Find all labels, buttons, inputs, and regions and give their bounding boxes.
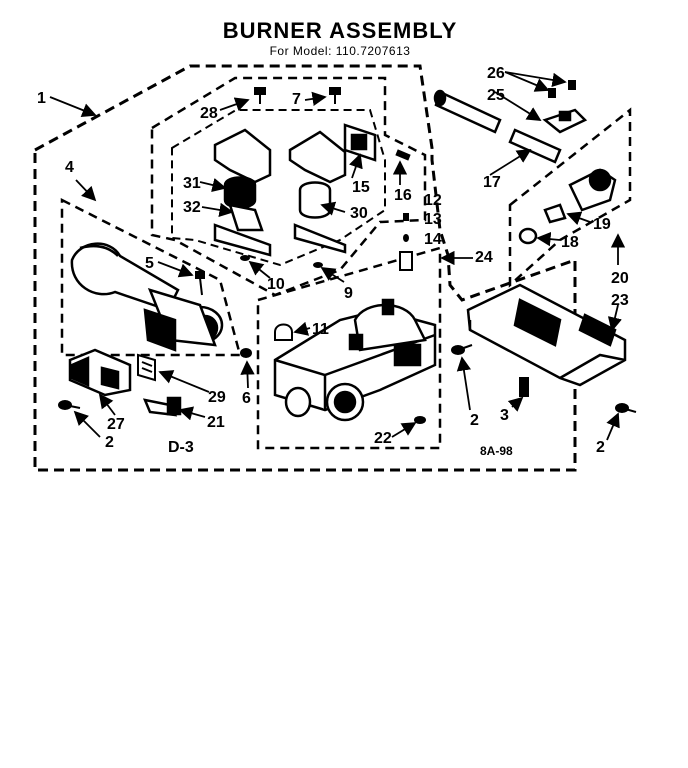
washer-6 bbox=[240, 348, 252, 358]
igniter-bracket-31 bbox=[213, 128, 272, 257]
callout-2: 2 bbox=[105, 434, 114, 451]
callout-2: 2 bbox=[596, 439, 605, 456]
callout-10: 10 bbox=[267, 276, 285, 293]
clip-25 bbox=[542, 108, 588, 134]
screw-5 bbox=[195, 271, 205, 296]
burner-tube-boundary bbox=[60, 197, 242, 357]
igniter-bracket-30 bbox=[288, 123, 377, 254]
solenoid-group-boundary bbox=[508, 107, 632, 288]
plate-29 bbox=[137, 353, 156, 382]
callout-12: 12 bbox=[424, 192, 442, 209]
bracket-group-boundary bbox=[150, 76, 427, 297]
callout-27: 27 bbox=[107, 416, 125, 433]
nut-22 bbox=[414, 416, 426, 424]
callout-22: 22 bbox=[374, 430, 392, 447]
callout-20: 20 bbox=[611, 270, 629, 287]
screw-2-left bbox=[58, 400, 81, 410]
callout-23: 23 bbox=[611, 292, 629, 309]
solenoid-valve bbox=[518, 168, 617, 245]
mounting-bracket-23 bbox=[466, 283, 627, 387]
screw-2-right bbox=[615, 403, 637, 413]
callout-31: 31 bbox=[183, 175, 201, 192]
diagram-code: D-3 bbox=[168, 439, 194, 456]
callout-25: 25 bbox=[487, 87, 505, 104]
callout-11: 11 bbox=[312, 321, 329, 338]
screw-2-mid bbox=[451, 344, 473, 355]
diagram-title: BURNER ASSEMBLY bbox=[222, 18, 458, 43]
callout-4: 4 bbox=[65, 159, 74, 176]
part-14 bbox=[399, 251, 413, 271]
callout-29: 29 bbox=[208, 389, 226, 406]
orifice-21 bbox=[142, 396, 182, 417]
gas-pipe-17 bbox=[433, 89, 562, 164]
callout-16: 16 bbox=[394, 187, 412, 204]
callout-17: 17 bbox=[483, 174, 501, 191]
callout-7: 7 bbox=[292, 91, 301, 108]
screw-7 bbox=[329, 87, 341, 104]
callout-15: 15 bbox=[352, 179, 370, 196]
part-11 bbox=[274, 323, 293, 341]
callout-24: 24 bbox=[475, 249, 493, 266]
nut-9 bbox=[313, 262, 323, 268]
burner-tube bbox=[70, 242, 224, 352]
valve-group-boundary bbox=[256, 246, 442, 450]
part-12 bbox=[403, 213, 409, 221]
part-13 bbox=[403, 234, 409, 242]
callout-6: 6 bbox=[242, 390, 251, 407]
callout-19: 19 bbox=[593, 216, 611, 233]
leader-lines bbox=[49, 71, 626, 441]
drawing-ref: 8A-98 bbox=[480, 444, 513, 458]
screw-3 bbox=[519, 377, 529, 397]
callout-13: 13 bbox=[424, 211, 442, 228]
callout-2: 2 bbox=[470, 412, 479, 429]
callout-18: 18 bbox=[561, 234, 579, 251]
callout-labels: 1 2 2 2 2 3 4 5 6 7 9 10 11 12 13 14 15 … bbox=[37, 65, 629, 458]
callout-30: 30 bbox=[350, 205, 368, 222]
screw-26b bbox=[568, 80, 576, 90]
callout-26: 26 bbox=[487, 65, 505, 82]
callout-32: 32 bbox=[183, 199, 201, 216]
screw-26a bbox=[548, 88, 556, 98]
callout-3: 3 bbox=[500, 407, 509, 424]
callout-9: 9 bbox=[344, 285, 353, 302]
callout-14: 14 bbox=[424, 231, 442, 248]
part-16 bbox=[395, 149, 411, 161]
gas-valve bbox=[273, 298, 437, 422]
model-number: For Model: 110.7207613 bbox=[269, 44, 411, 58]
callout-28: 28 bbox=[200, 105, 218, 122]
callout-21: 21 bbox=[207, 414, 225, 431]
nut-10 bbox=[240, 255, 250, 261]
screw-28 bbox=[254, 87, 266, 104]
callout-1: 1 bbox=[37, 90, 46, 107]
bracket-27 bbox=[68, 348, 132, 397]
callout-5: 5 bbox=[145, 255, 154, 272]
